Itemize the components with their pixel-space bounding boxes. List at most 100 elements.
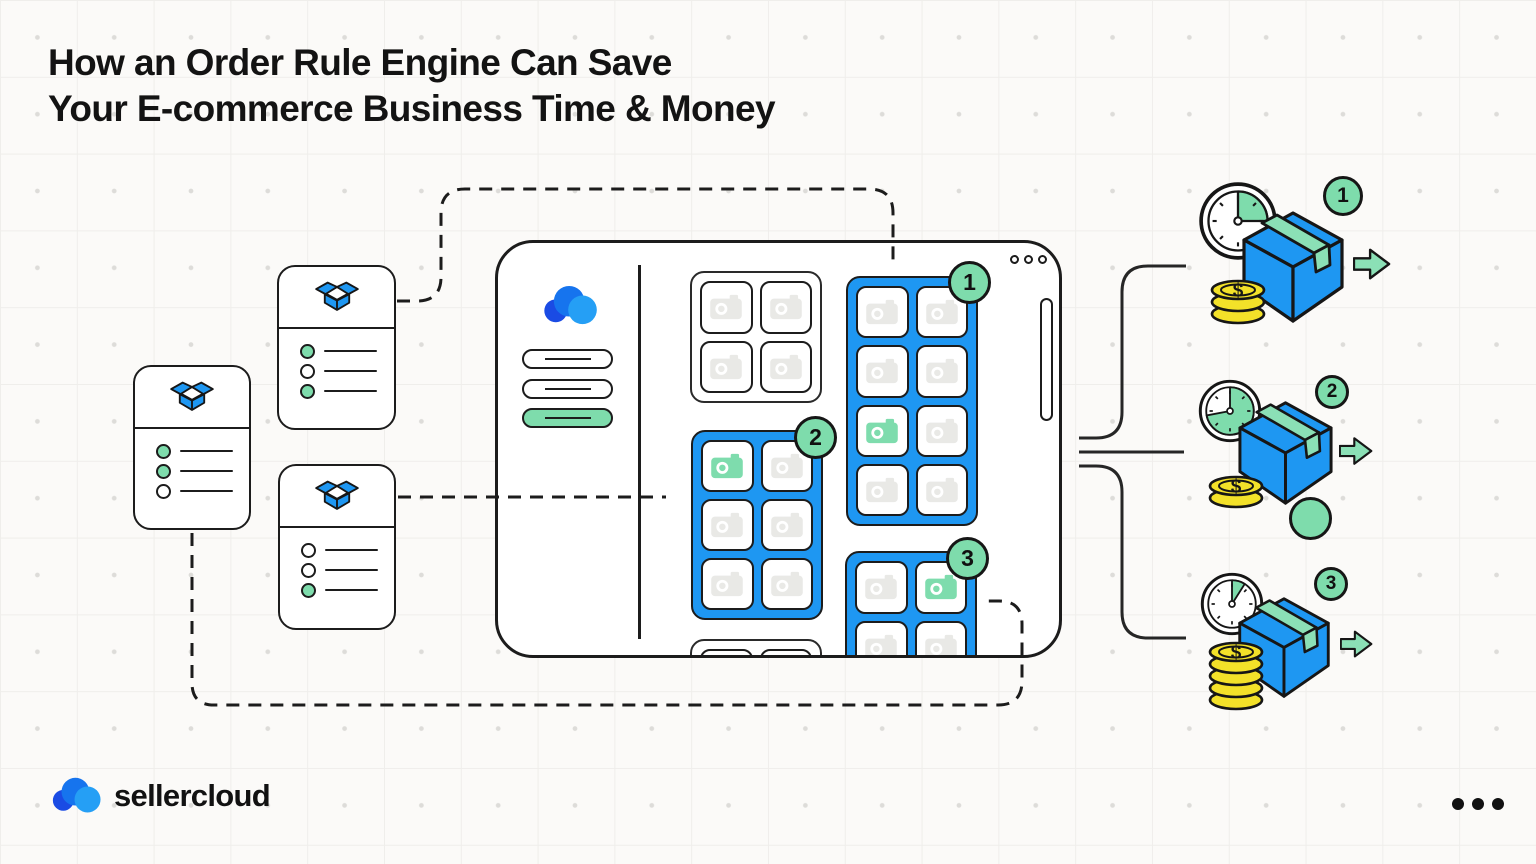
outcome-badge: 3 (1314, 567, 1348, 601)
camera-icon (866, 359, 899, 384)
order-line-item (300, 362, 394, 380)
product-card (915, 404, 968, 457)
product-card (700, 281, 753, 334)
line-item-text (325, 568, 378, 572)
order-line-items (135, 429, 249, 500)
outcome-badge: 1 (1323, 176, 1363, 216)
sellercloud-cloud-icon (52, 777, 101, 813)
product-card (700, 649, 753, 655)
camera-icon (770, 453, 803, 479)
line-item-text (325, 548, 378, 552)
product-card (856, 404, 909, 457)
menu-pill-text (544, 416, 591, 420)
solid-connector-3 (1079, 464, 1186, 640)
camera-icon (769, 295, 802, 320)
status-bullet (301, 562, 316, 578)
line-item-text (325, 588, 378, 592)
outcome-1: $ 1 (1195, 175, 1407, 347)
product-card (759, 281, 812, 334)
order-line-item (301, 541, 394, 559)
order-card-header (279, 267, 394, 329)
order-card-header (280, 466, 394, 528)
camera-icon (925, 418, 958, 443)
order-line-item (156, 442, 249, 460)
sellercloud-cloud-icon (544, 285, 597, 325)
order-card-header (135, 367, 249, 429)
order-line-item (156, 482, 249, 500)
order-line-items (280, 528, 394, 599)
package-box-icon (1242, 211, 1344, 323)
ellipsis-dot (1492, 798, 1504, 810)
open-box-icon (314, 281, 359, 311)
line-item-text (180, 469, 233, 473)
arrow-right-icon (1339, 437, 1373, 465)
order-line-item (300, 342, 394, 360)
camera-icon (711, 453, 744, 479)
product-group-unassigned (690, 271, 822, 403)
product-card (856, 286, 909, 339)
product-group-rule-1: 1 (846, 261, 991, 526)
camera-icon (925, 359, 958, 384)
product-card (759, 340, 812, 393)
ellipsis-dot (1452, 798, 1464, 810)
scrollbar (1040, 298, 1053, 421)
package-box-icon (1238, 401, 1333, 505)
camera-icon (866, 418, 899, 443)
camera-icon (770, 512, 803, 538)
camera-icon (865, 634, 898, 655)
group-badge: 3 (946, 537, 989, 580)
camera-icon (769, 354, 802, 379)
open-box-icon (315, 480, 359, 510)
app-window: 1 2 3 (495, 240, 1062, 658)
outcome-badge: 2 (1315, 375, 1349, 409)
status-bullet (156, 483, 171, 499)
camera-icon (866, 300, 899, 325)
svg-text:$: $ (1233, 281, 1244, 302)
camera-icon (770, 571, 803, 597)
product-card (759, 649, 812, 655)
menu-pill-text (544, 387, 591, 391)
line-item-text (324, 349, 377, 353)
product-group-overflow (690, 639, 822, 655)
arrow-right-icon (1340, 630, 1373, 658)
camera-icon (924, 575, 957, 600)
order-card-2 (133, 365, 251, 530)
menu-pill-1 (522, 349, 613, 369)
camera-icon (711, 512, 744, 538)
group-badge: 1 (948, 261, 991, 304)
camera-icon (925, 477, 958, 502)
status-bullet (300, 363, 315, 379)
sidebar-divider (638, 265, 641, 639)
menu-pill-2 (522, 379, 613, 399)
product-card (760, 499, 813, 551)
brand-name: sellercloud (114, 778, 271, 813)
window-dot (1038, 255, 1047, 264)
camera-icon (710, 354, 743, 379)
solid-connector-1 (1079, 264, 1186, 440)
coin-stack-icon: $ (1206, 474, 1266, 515)
line-item-text (180, 449, 233, 453)
product-card (856, 463, 909, 516)
status-bullet (156, 443, 171, 459)
line-item-text (324, 369, 377, 373)
title-line-1: How an Order Rule Engine Can Save (48, 42, 672, 83)
arrow-right-icon (1353, 248, 1391, 280)
product-card (700, 340, 753, 393)
order-line-item (156, 462, 249, 480)
svg-text:$: $ (1231, 477, 1242, 498)
status-bullet (300, 383, 315, 399)
product-card (701, 499, 754, 551)
camera-icon (925, 300, 958, 325)
line-item-text (324, 389, 377, 393)
status-bullet (300, 343, 315, 359)
line-item-text (180, 489, 233, 493)
camera-icon (711, 571, 744, 597)
order-card-1 (277, 265, 396, 430)
window-dot (1024, 255, 1033, 264)
page-title: How an Order Rule Engine Can Save Your E… (48, 40, 776, 132)
coin-stack-icon: $ (1208, 278, 1268, 331)
product-card (915, 345, 968, 398)
outcome-2: $ 2 (1194, 366, 1406, 538)
svg-text:$: $ (1231, 643, 1242, 664)
